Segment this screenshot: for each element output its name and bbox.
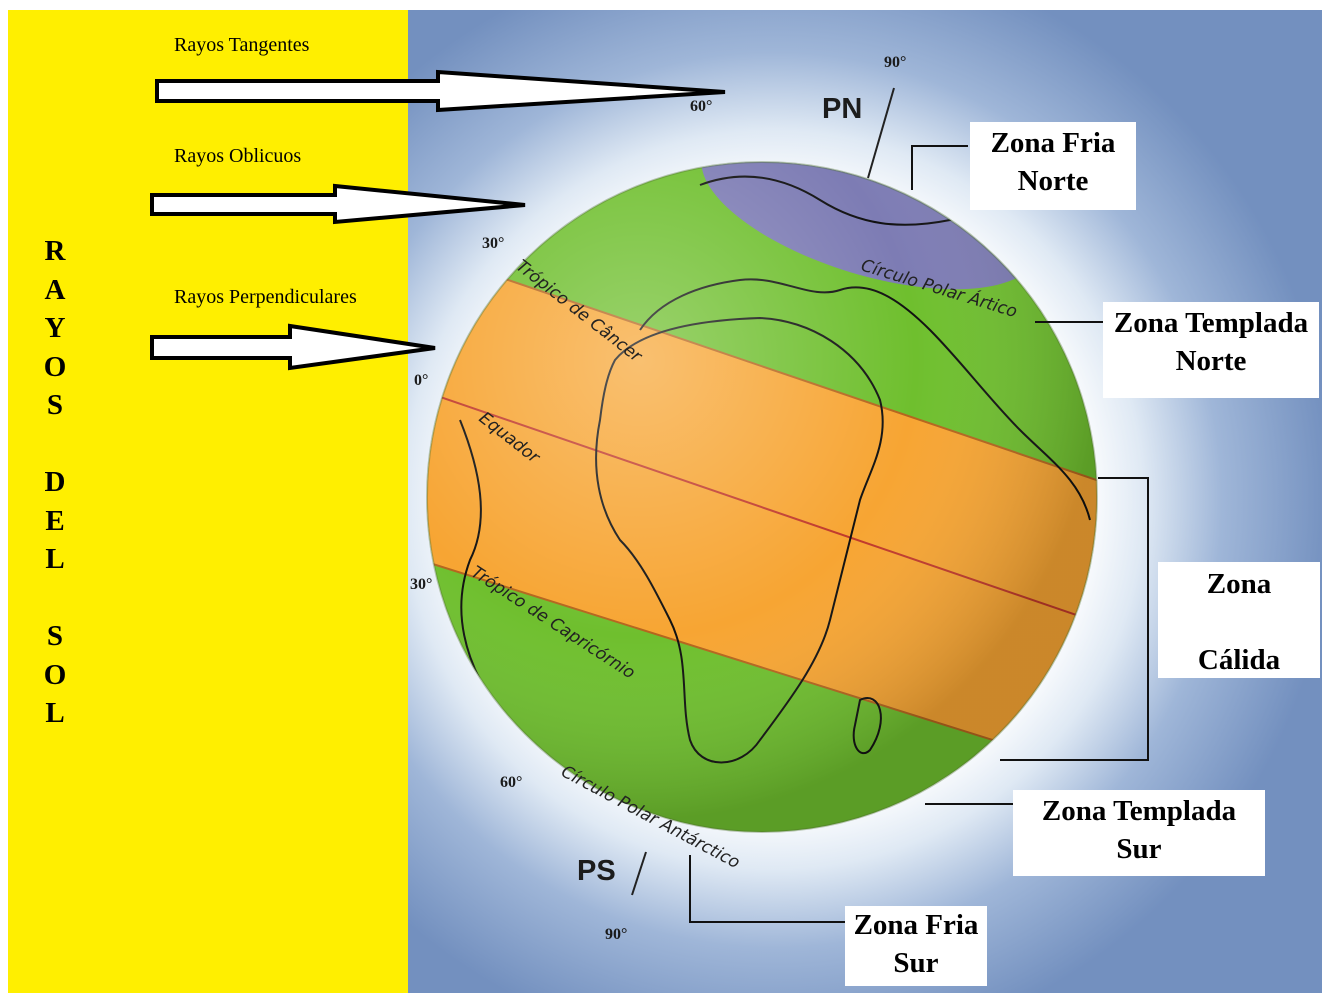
zone-fria-sur-line1: Zona Fria [853,909,979,941]
degree-north-30: 30° [482,235,504,252]
sun-rays-panel [8,10,408,993]
side-title-letter [38,579,72,618]
perpendicular-rays-label: Rayos Perpendiculares [174,286,357,308]
zone-fria-sur-box: Zona Fria Sur [845,906,987,986]
north-pole-label: PN [822,93,862,125]
zone-fria-sur-line2: Sur [893,947,939,979]
north-axis-line [867,87,895,179]
side-title-letter: D [44,466,66,498]
oblique-ray-arrow [150,183,526,225]
oblique-rays-label: Rayos Oblicuos [174,145,302,167]
leader-fria-norte [911,145,968,190]
degree-equator-0: 0° [414,372,428,389]
side-title-letter: R [44,235,66,267]
zone-templada-sur-box: Zona Templada Sur [1013,790,1265,876]
south-axis-line [631,851,647,896]
zone-fria-norte-box: Zona Fria Norte [970,122,1136,210]
perpendicular-ray-arrow [150,323,436,371]
leader-calida [1000,477,1149,761]
zone-calida-line1: Zona [1206,568,1272,600]
side-title-letter: L [45,543,65,575]
zone-templada-norte-line2: Norte [1175,345,1247,377]
degree-north-60: 60° [690,98,712,115]
globe-body [427,162,1097,832]
side-title-letter: A [44,273,66,306]
side-title-rayos-del-sol: R A Y O S D E L S O L [38,232,72,733]
south-pole-label: PS [577,855,616,887]
degree-south-90: 90° [605,926,627,943]
degree-north-90: 90° [884,54,906,71]
side-title-letter: O [43,350,67,383]
side-title-letter: S [46,389,64,421]
tangent-rays-label: Rayos Tangentes [174,34,310,56]
degree-south-60: 60° [500,774,522,791]
zone-calida-box: Zona Cálida [1158,562,1320,678]
side-title-letter: Y [44,312,66,344]
degree-south-30: 30° [410,576,432,593]
zone-fria-norte-line1: Zona Fria [990,127,1116,159]
zone-templada-norte-line1: Zona Templada [1113,307,1309,339]
leader-fria-sur [689,855,845,923]
side-title-letter: S [46,620,64,652]
tangent-ray-arrow [155,69,726,113]
zone-templada-norte-box: Zona Templada Norte [1103,302,1319,398]
side-title-letter: O [43,658,67,691]
zone-calida-line2: Cálida [1197,644,1281,676]
zone-templada-sur-line1: Zona Templada [1041,795,1237,827]
zone-templada-sur-line2: Sur [1116,833,1162,865]
zone-fria-norte-line2: Norte [1017,165,1089,197]
side-title-letter: E [45,504,65,537]
side-title-letter [38,425,72,464]
side-title-letter: L [45,697,65,729]
